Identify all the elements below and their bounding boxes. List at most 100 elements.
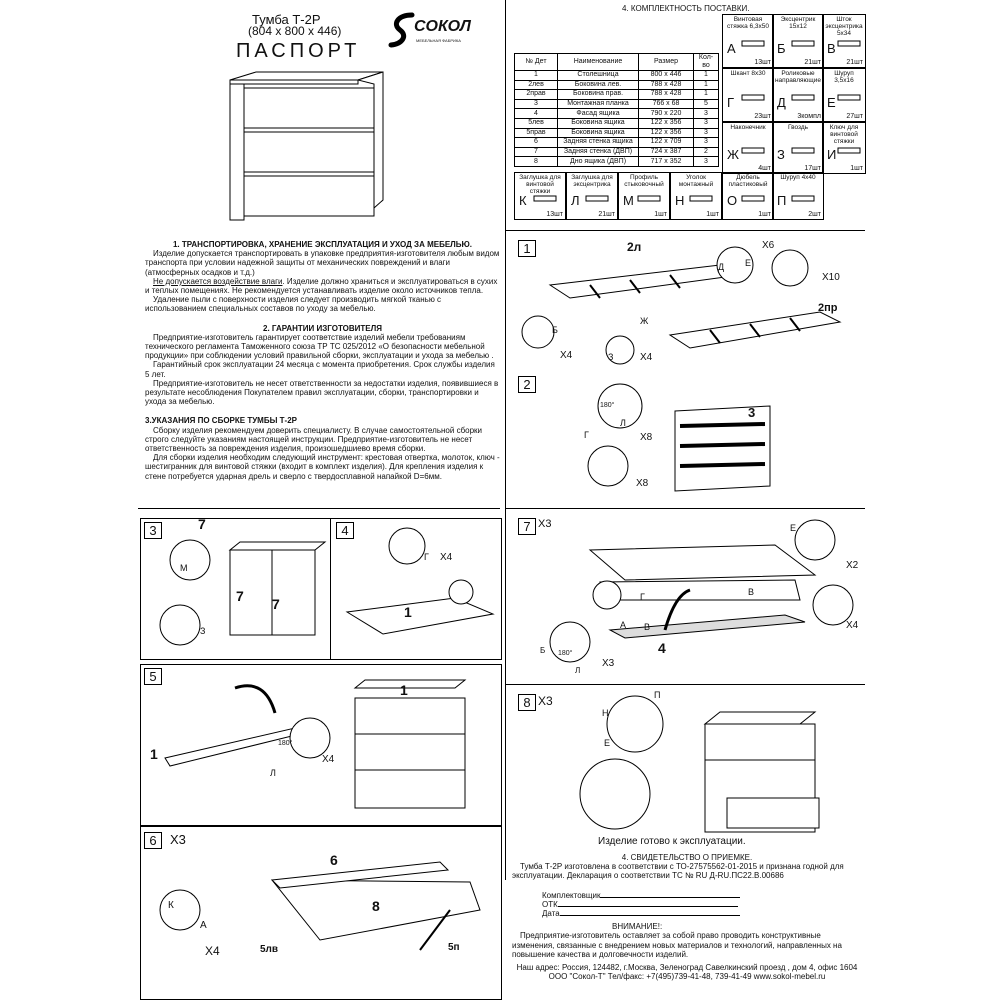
- step-7-label: А: [620, 620, 627, 630]
- step-1-label: Б: [552, 325, 558, 335]
- step-4-label: 1: [404, 604, 412, 620]
- hardware-part-icon: [791, 94, 815, 101]
- step-6-multiplier: Х3: [170, 832, 186, 847]
- step-1-diagram: [521, 246, 842, 365]
- step-4-label: Г: [424, 552, 429, 562]
- col-header: Наименование: [557, 53, 639, 71]
- step-1-label: Д: [718, 262, 725, 272]
- step-2-label: Г: [584, 430, 589, 440]
- step-7-label: Е: [790, 523, 797, 533]
- brand-tagline: МЕБЕЛЬНАЯ ФАБРИКА: [416, 38, 461, 43]
- step-6-label: 8: [372, 898, 380, 914]
- hardware-part-icon: [585, 195, 609, 202]
- hardware-letter: З: [777, 147, 785, 162]
- hardware-qty: 23шт: [754, 113, 771, 120]
- hardware-part-icon: [741, 40, 765, 47]
- hardware-letter: Б: [777, 41, 786, 56]
- hardware-letter: И: [827, 147, 837, 162]
- step-2-label: 3: [748, 405, 756, 420]
- step-1-label: 2пр: [818, 302, 838, 314]
- step-1-label: Е: [745, 258, 752, 268]
- step-2-diagram: [587, 383, 771, 492]
- field-qc: ОТК: [512, 900, 862, 909]
- step-5-number: 5: [144, 668, 162, 685]
- hardware-part-icon: [741, 195, 765, 202]
- step-7-label: Х3: [602, 658, 615, 669]
- step-1-label: Х4: [560, 350, 573, 361]
- step-4-diagram: [345, 527, 495, 635]
- step-3-label: 7: [272, 596, 280, 612]
- hardware-name: Роликовые направляющие: [774, 70, 822, 84]
- step-5-label: Л: [270, 768, 276, 778]
- hardware-qty: 1шт: [850, 165, 863, 172]
- section1-p3: Удаление пыли с поверхности изделия след…: [145, 295, 442, 314]
- hardware-name: Винтовая стяжка 6,3х50: [726, 16, 770, 30]
- step-2-label: Х8: [640, 432, 653, 443]
- step-1-label: Ж: [640, 316, 649, 326]
- hardware-letter: Ж: [727, 147, 740, 162]
- step-5-label: 1: [400, 682, 408, 698]
- table-cell: 766 х 68: [638, 98, 694, 110]
- step-3-diagram: [159, 539, 327, 646]
- step-8-diagram: [579, 695, 820, 833]
- section4-title: 4. КОМПЛЕКТНОСТЬ ПОСТАВКИ.: [622, 4, 750, 13]
- step-3-number: 3: [144, 522, 162, 539]
- step-6-diagram: [159, 861, 481, 951]
- hardware-part-icon: [837, 40, 861, 47]
- table-cell: 1: [693, 79, 719, 91]
- moisture-warning: Не допускается воздействие влаги: [153, 276, 283, 286]
- section3-p2: Для сборки изделия необходим следующий и…: [145, 453, 500, 481]
- step-4-label: Х4: [440, 552, 453, 563]
- table-cell: 8: [514, 156, 558, 167]
- table-cell: 2: [693, 146, 719, 158]
- hardware-name: Шток эксцентрика 5х34: [825, 16, 863, 37]
- certificate-title: 4. СВИДЕТЕЛЬСТВО О ПРИЕМКЕ.: [621, 853, 753, 862]
- step-5-label: 180°: [278, 740, 293, 747]
- table-cell: 3: [693, 117, 719, 129]
- attention-text: Предприятие-изготовитель оставляет за со…: [512, 931, 842, 959]
- hardware-qty: 21шт: [804, 59, 821, 66]
- table-cell: Задняя стенка (ДВП): [557, 146, 639, 158]
- hardware-part-icon: [533, 195, 557, 202]
- hardware-qty: 13шт: [754, 59, 771, 66]
- section2-p1: Предприятие-изготовитель гарантирует соо…: [145, 332, 494, 361]
- step-8-multiplier: Х3: [538, 694, 553, 708]
- table-cell: Боковина ящика: [557, 127, 639, 139]
- col-header: Кол-во: [693, 53, 719, 71]
- hardware-qty: 21шт: [846, 59, 863, 66]
- section2-p3: Предприятие-изготовитель не несет ответс…: [145, 378, 499, 407]
- step-3-label: М: [180, 563, 188, 573]
- table-cell: 2лев: [514, 79, 558, 91]
- hardware-part-icon: [741, 94, 765, 101]
- table-cell: Дно ящика (ДВП): [557, 156, 639, 167]
- table-cell: 3: [693, 156, 719, 167]
- step-8-number: 8: [518, 694, 536, 711]
- table-cell: 122 х 356: [638, 127, 694, 139]
- hardware-letter: Е: [827, 95, 836, 110]
- section2-p2: Гарантийный срок эксплуатации 24 месяца …: [145, 360, 495, 379]
- field-packer: Комплектовщик: [512, 891, 862, 900]
- table-cell: 1: [693, 70, 719, 81]
- logo-mark-icon: [388, 12, 415, 48]
- table-cell: 3: [693, 127, 719, 139]
- table-cell: Боковина ящика: [557, 117, 639, 129]
- hardware-qty: 1шт: [758, 211, 771, 218]
- table-cell: 7: [514, 146, 558, 158]
- product-dimensions: (804 x 800 x 446): [248, 24, 342, 38]
- hardware-part-icon: [837, 94, 861, 101]
- step-6-label: А: [200, 920, 207, 931]
- step-7-label: В: [644, 622, 651, 632]
- step-2-label: Х8: [636, 478, 649, 489]
- step-7-multiplier: Х3: [538, 518, 552, 530]
- parts-table-header: № Дет Наименование Размер Кол-во: [514, 53, 719, 71]
- step-7-label: 4: [658, 640, 666, 656]
